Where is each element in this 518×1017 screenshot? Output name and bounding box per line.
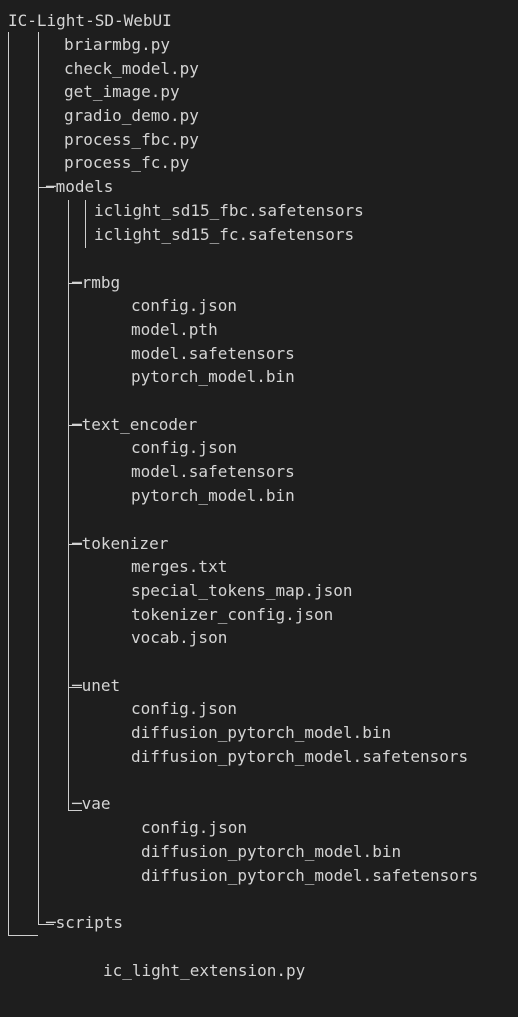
file-vae-safetensors[interactable]: diffusion_pytorch_model.safetensors — [141, 866, 479, 885]
folder-vae[interactable]: ─vae — [72, 794, 111, 813]
tree-branch-text-encoder — [68, 425, 82, 426]
tree-root: IC-Light-SD-WebUI — [8, 11, 172, 30]
file-text-encoder-config[interactable]: config.json — [131, 438, 237, 457]
file-vae-bin[interactable]: diffusion_pytorch_model.bin — [141, 842, 402, 861]
file-text-encoder-model-safetensors[interactable]: model.safetensors — [131, 462, 295, 481]
file-unet-config[interactable]: config.json — [131, 699, 237, 718]
tree-guide-outer — [8, 32, 9, 936]
file-tokenizer-special-tokens[interactable]: special_tokens_map.json — [131, 581, 353, 600]
folder-tokenizer[interactable]: ─tokenizer — [72, 534, 169, 553]
tree-guide-root-base — [8, 935, 38, 936]
file-rmbg-config[interactable]: config.json — [131, 296, 237, 315]
file-iclight-fc-safetensors[interactable]: iclight_sd15_fc.safetensors — [94, 225, 355, 244]
file-briarmbg[interactable]: briarmbg.py — [64, 35, 170, 54]
tree-branch-rmbg — [68, 283, 82, 284]
file-process-fbc[interactable]: process_fbc.py — [64, 130, 199, 149]
file-get-image[interactable]: get_image.py — [64, 82, 180, 101]
file-iclight-fbc-safetensors[interactable]: iclight_sd15_fbc.safetensors — [94, 201, 364, 220]
folder-rmbg[interactable]: ─rmbg — [72, 273, 121, 292]
file-gradio-demo[interactable]: gradio_demo.py — [64, 106, 199, 125]
tree-guide-level2-trailing — [85, 200, 86, 248]
file-tokenizer-config[interactable]: tokenizer_config.json — [131, 605, 334, 624]
folder-models[interactable]: ─models — [46, 177, 114, 196]
file-rmbg-pytorch-model[interactable]: pytorch_model.bin — [131, 367, 295, 386]
folder-text-encoder[interactable]: ─text_encoder — [72, 415, 198, 434]
tree-branch-tokenizer — [68, 544, 82, 545]
file-rmbg-model-pth[interactable]: model.pth — [131, 320, 218, 339]
tree-guide-level1 — [38, 32, 39, 924]
file-unet-safetensors[interactable]: diffusion_pytorch_model.safetensors — [131, 747, 469, 766]
file-ic-light-extension[interactable]: ic_light_extension.py — [103, 961, 306, 980]
file-unet-bin[interactable]: diffusion_pytorch_model.bin — [131, 723, 392, 742]
folder-unet[interactable]: ─unet — [72, 676, 121, 695]
file-vae-config[interactable]: config.json — [141, 818, 247, 837]
file-process-fc[interactable]: process_fc.py — [64, 153, 190, 172]
file-check-model[interactable]: check_model.py — [64, 59, 199, 78]
tree-guide-level2-leading — [68, 200, 69, 810]
tree-branch-scripts — [38, 924, 54, 925]
folder-scripts[interactable]: ─scripts — [46, 913, 124, 932]
file-tokenizer-merges[interactable]: merges.txt — [131, 557, 228, 576]
file-text-encoder-pytorch-model[interactable]: pytorch_model.bin — [131, 486, 295, 505]
tree-branch-models — [38, 187, 54, 188]
tree-branch-unet — [68, 687, 82, 688]
tree-branch-vae — [68, 810, 82, 811]
file-tokenizer-vocab[interactable]: vocab.json — [131, 628, 228, 647]
file-rmbg-model-safetensors[interactable]: model.safetensors — [131, 344, 295, 363]
